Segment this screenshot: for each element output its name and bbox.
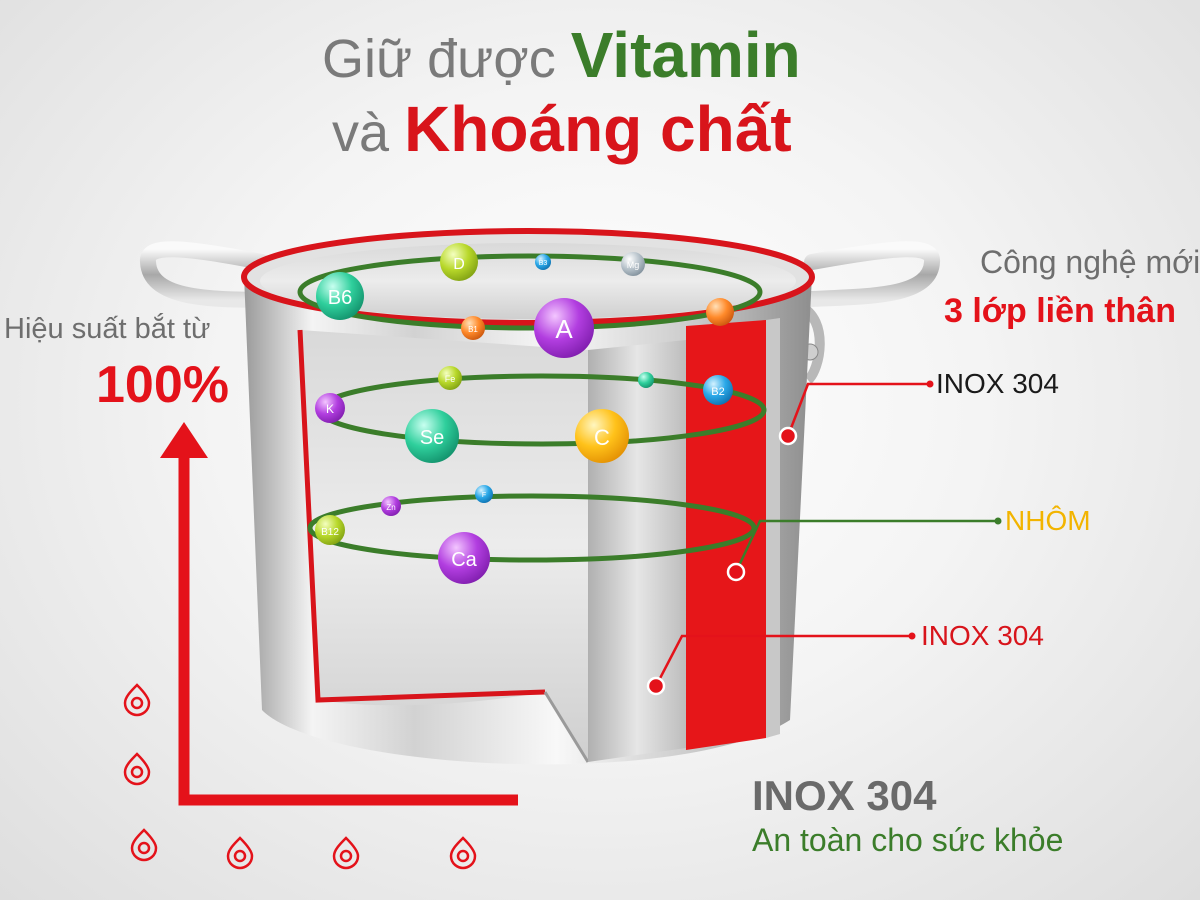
- headline-minerals: Khoáng chất: [404, 93, 792, 165]
- bottom-subtitle: An toàn cho sức khỏe: [752, 822, 1064, 858]
- leader-outer: [778, 380, 934, 446]
- technology-value: 3 lớp liền thân: [944, 292, 1176, 330]
- nutrient-se-sphere: Se: [405, 409, 459, 463]
- svg-text:B6: B6: [328, 287, 352, 309]
- flame-icon: [226, 836, 254, 870]
- nutrient-b3-sphere: B3: [535, 254, 551, 270]
- nutrient-k-sphere: K: [315, 393, 345, 423]
- nutrient-c-sphere: C: [575, 409, 629, 463]
- headline-line-2: và Khoáng chất: [332, 92, 792, 166]
- svg-text:B2: B2: [711, 386, 724, 398]
- nutrient-zn-sphere: Zn: [381, 496, 401, 516]
- technology-label: Công nghệ mới: [980, 244, 1200, 280]
- orbit-ring-3: [307, 493, 757, 563]
- svg-text:B3: B3: [539, 260, 548, 267]
- orange-sphere-icon: [706, 298, 734, 326]
- efficiency-arrow: [160, 422, 518, 806]
- nutrient-b12-sphere: B12: [315, 515, 345, 545]
- headline-vitamin: Vitamin: [570, 19, 801, 91]
- headline-prefix-1: Giữ được: [322, 29, 556, 89]
- svg-text:Mg: Mg: [627, 260, 640, 270]
- layer-inner-label: INOX 304: [921, 620, 1044, 651]
- orbit-ring-1: [297, 253, 763, 331]
- nutrient-d-sphere: D: [440, 243, 478, 281]
- nutrient-b1-sphere: B1: [461, 316, 485, 340]
- nutrient-f-sphere: F: [475, 485, 493, 503]
- svg-text:Ca: Ca: [451, 549, 477, 571]
- flame-icon: [123, 752, 151, 786]
- headline-prefix-2: và: [332, 103, 390, 163]
- small-teal-sphere-icon: [638, 372, 654, 388]
- svg-text:C: C: [594, 425, 610, 450]
- leader-inner: [646, 632, 916, 696]
- headline-line-1: Giữ được Vitamin: [322, 18, 801, 92]
- layer-middle-label: NHÔM: [1005, 505, 1091, 536]
- nutrient-b6-sphere: B6: [316, 272, 364, 320]
- layer-outer-label: INOX 304: [936, 368, 1059, 399]
- svg-text:K: K: [326, 402, 334, 416]
- svg-text:A: A: [555, 314, 573, 344]
- svg-text:Zn: Zn: [386, 503, 395, 512]
- nutrient-ca-sphere: Ca: [438, 532, 490, 584]
- svg-text:Fe: Fe: [445, 374, 456, 384]
- efficiency-label: Hiệu suất bắt từ: [4, 313, 211, 345]
- nutrient-mg-sphere: Mg: [621, 252, 645, 276]
- flame-icon: [449, 836, 477, 870]
- nutrient-a-sphere: A: [534, 298, 594, 358]
- flame-icon: [332, 836, 360, 870]
- bottom-title: INOX 304: [752, 772, 937, 819]
- efficiency-value: 100%: [96, 356, 229, 414]
- svg-text:D: D: [453, 256, 465, 273]
- flame-icon: [130, 828, 158, 862]
- heat-icons: [123, 683, 477, 870]
- leader-middle: [726, 517, 1002, 582]
- svg-text:Se: Se: [420, 427, 444, 449]
- nutrient-b2-sphere: B2: [703, 375, 733, 405]
- nutrient-fe-sphere: Fe: [438, 366, 462, 390]
- flame-icon: [123, 683, 151, 717]
- svg-text:F: F: [482, 492, 486, 499]
- aluminium-layer: [686, 320, 766, 750]
- svg-text:B12: B12: [321, 527, 339, 538]
- svg-text:B1: B1: [468, 325, 478, 334]
